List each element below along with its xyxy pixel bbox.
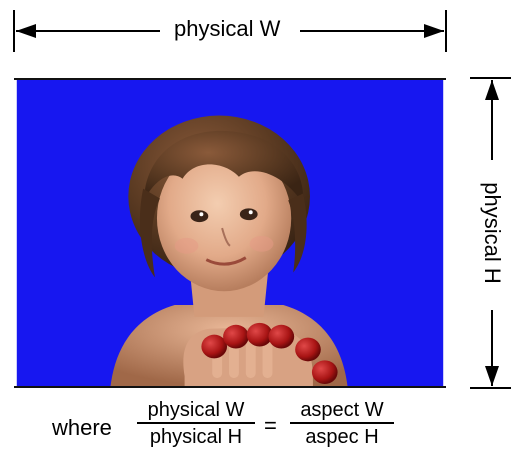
child-photo-illustration [16,80,444,386]
formula-equals: = [264,413,277,438]
aspect-ratio-denominator: aspec H [305,426,379,448]
physical-ratio-numerator: physical W [147,399,245,421]
height-bottom-arrow [485,366,499,386]
physical-ratio-bar [137,422,255,424]
physical-ratio-fraction: physical W physical H [137,399,255,448]
aspect-ratio-bar [290,422,394,424]
child-photo [14,78,446,388]
physical-ratio-denominator: physical H [149,426,243,448]
aspect-ratio-fraction: aspect W aspec H [290,399,394,448]
formula-where: where [52,415,112,440]
height-top-arrow [485,80,499,100]
physical-height-label: physical H [480,178,505,288]
aspect-ratio-formula: where physical W physical H = aspect W a… [52,399,452,449]
aspect-ratio-numerator: aspect W [300,399,384,421]
width-left-arrow [16,24,36,38]
width-right-arrow [424,24,444,38]
physical-width-label: physical W [170,18,285,40]
